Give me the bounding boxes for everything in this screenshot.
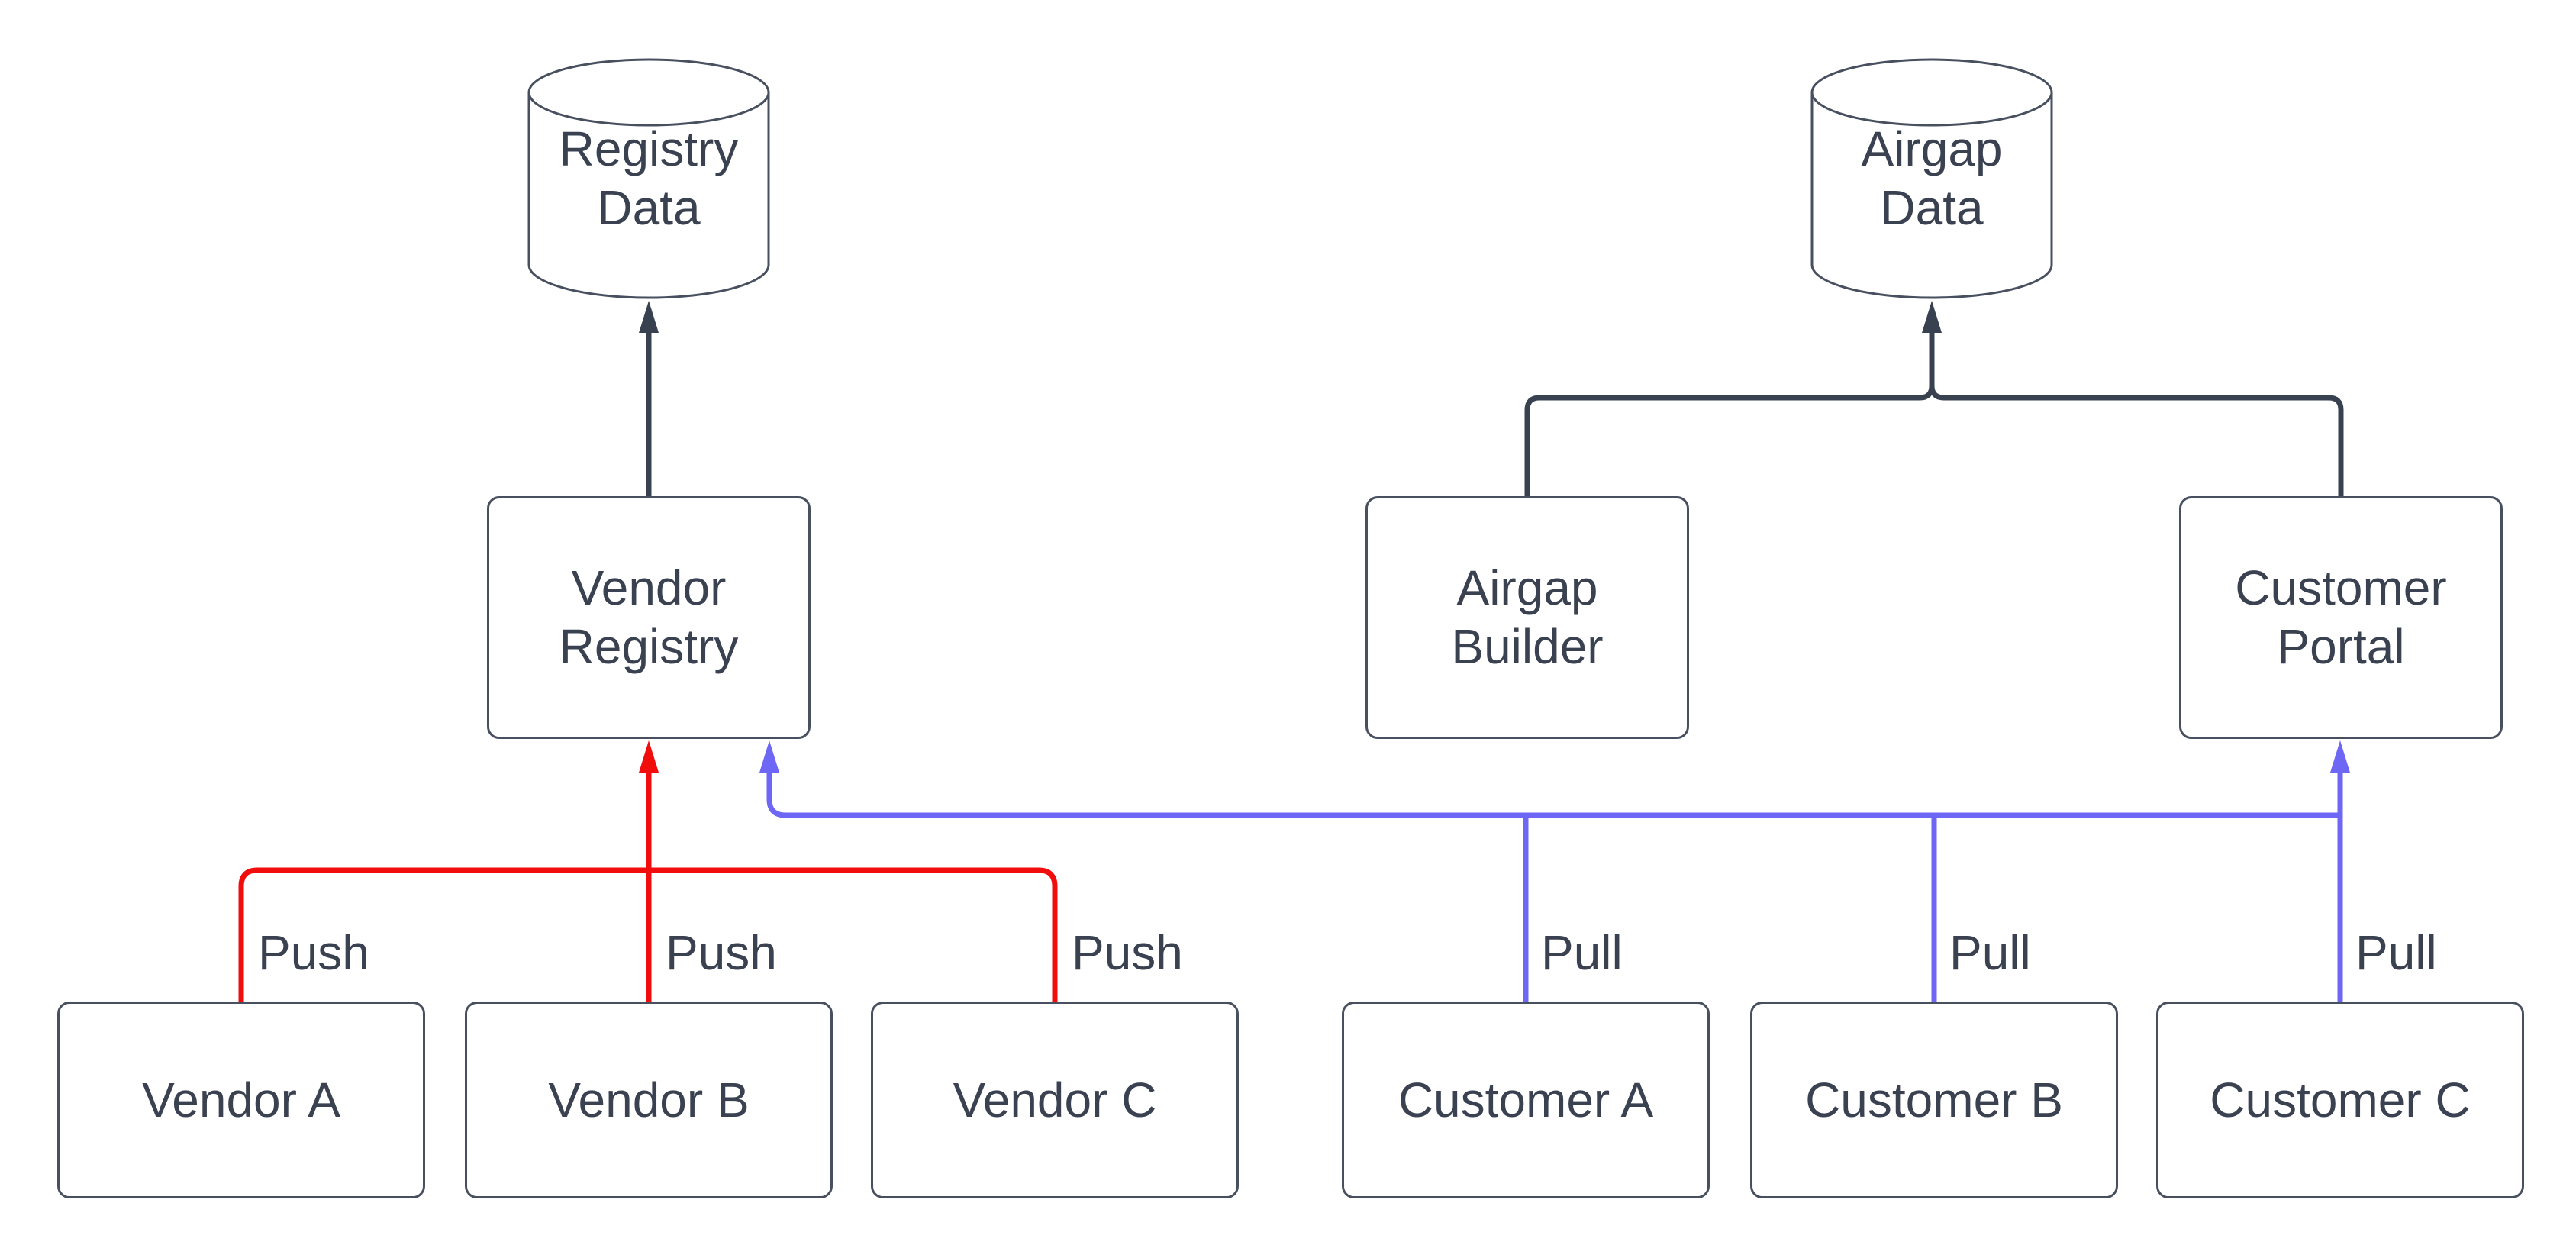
node-vendor-registry: Vendor Registry bbox=[487, 496, 811, 739]
node-label: Vendor A bbox=[142, 1072, 340, 1127]
edge-airgap-builder-to-airgap-data bbox=[1524, 333, 1935, 496]
pull-arrowheads bbox=[759, 740, 2350, 773]
cylinder-shape-airgap-data bbox=[1810, 58, 2053, 299]
edge-pull-bus-to-vendor-registry bbox=[766, 773, 2340, 818]
pull-edges bbox=[766, 773, 2343, 1002]
cylinder-shape-registry-data bbox=[527, 58, 770, 299]
node-customer-portal: Customer Portal bbox=[2179, 496, 2503, 739]
node-label: Registry Data bbox=[559, 121, 739, 235]
edge-vendor-a-c-push-bus bbox=[238, 867, 1058, 1002]
node-airgap-data: Airgap Data bbox=[1810, 57, 2054, 300]
node-customer-c: Customer C bbox=[2156, 1002, 2524, 1198]
node-vendor-b: Vendor B bbox=[465, 1002, 833, 1198]
node-label: Customer C bbox=[2210, 1072, 2471, 1127]
node-label: Customer B bbox=[1805, 1072, 2063, 1127]
node-label: Customer Portal bbox=[2235, 560, 2447, 674]
node-registry-data: Registry Data bbox=[527, 57, 771, 300]
push-arrowheads bbox=[639, 740, 659, 773]
dark-edges bbox=[646, 333, 2344, 496]
node-label: Vendor B bbox=[548, 1072, 750, 1127]
node-label: Airgap Builder bbox=[1451, 560, 1604, 674]
node-airgap-builder: Airgap Builder bbox=[1365, 496, 1689, 739]
edge-label-push-b: Push bbox=[666, 925, 777, 980]
arrowhead-airgap-data bbox=[1922, 301, 1942, 333]
arrowhead-pull-customer-portal bbox=[2330, 740, 2350, 773]
edge-label-pull-a: Pull bbox=[1541, 925, 1623, 980]
edge-label-pull-b: Pull bbox=[1949, 925, 2031, 980]
edge-label-push-a: Push bbox=[258, 925, 369, 980]
edge-label-push-c: Push bbox=[1072, 925, 1183, 980]
node-label: Vendor Registry bbox=[559, 560, 739, 674]
edge-customer-portal-to-airgap-data bbox=[1929, 385, 2344, 496]
node-vendor-c: Vendor C bbox=[871, 1002, 1239, 1198]
edge-label-pull-c: Pull bbox=[2355, 925, 2437, 980]
dark-arrowheads bbox=[639, 301, 1942, 333]
node-customer-a: Customer A bbox=[1342, 1002, 1710, 1198]
node-label: Customer A bbox=[1398, 1072, 1654, 1127]
node-label: Airgap Data bbox=[1861, 121, 2003, 235]
arrowhead-push-vendor-registry bbox=[639, 740, 659, 773]
push-edges bbox=[238, 773, 1058, 1002]
node-vendor-a: Vendor A bbox=[57, 1002, 425, 1198]
node-customer-b: Customer B bbox=[1750, 1002, 2118, 1198]
node-label: Vendor C bbox=[953, 1072, 1157, 1127]
arrowhead-registry-data bbox=[639, 301, 659, 333]
arrowhead-pull-vendor-registry bbox=[759, 740, 779, 773]
